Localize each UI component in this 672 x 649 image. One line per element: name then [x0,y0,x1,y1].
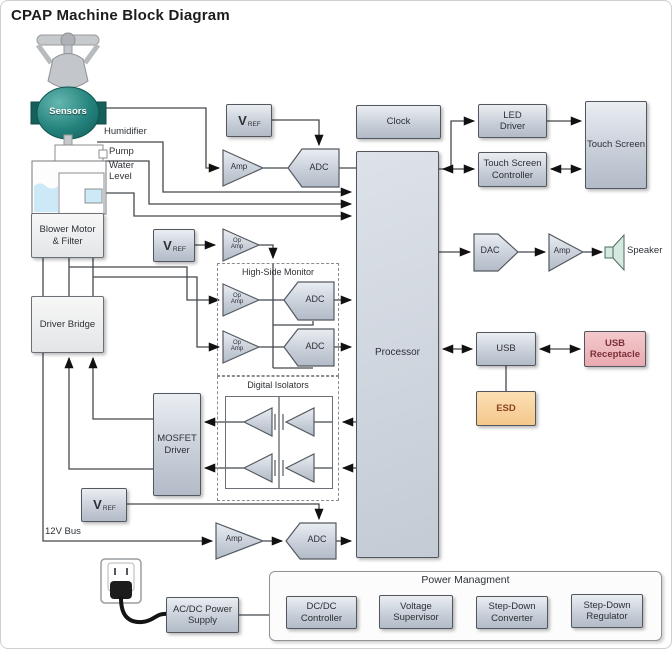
adc-shape-bottom [285,522,337,560]
12v-bus-label: 12V Bus [45,526,81,537]
amp-top-label: Amp [230,162,248,171]
driver-bridge-label: Driver Bridge [39,318,96,330]
block-usb: USB [476,332,536,366]
dac-shape [473,233,519,272]
acdc-supply-label: AC/DC Power Supply [172,603,233,626]
digital-isolators-group [217,376,339,501]
pump-wire-label: Pump [109,146,134,157]
isolator-triangle-1R [284,407,315,437]
adc-hsm2-label: ADC [305,341,325,351]
page-title: CPAP Machine Block Diagram [11,7,230,24]
dcdc-controller-label: DC/DC Controller [300,601,343,624]
isolator-triangle-1L [242,407,273,437]
voltage-supervisor-label: Voltage Supervisor [393,600,439,623]
high-side-monitor-group [217,263,339,376]
processor-label: Processor [374,347,420,358]
vref-top-v: V [238,112,247,128]
humidifier-wire-label: Humidifier [104,126,147,137]
usb-receptacle-label: USB Receptacle [589,337,641,360]
block-processor [356,151,439,558]
connection-lines [42,107,604,616]
isolator-triangle-2R [284,453,315,483]
water-level-wire-label: Water Level [109,160,134,182]
block-driver-bridge: Driver Bridge [31,296,104,353]
amp-bottom-label: Amp [225,534,243,543]
touch-screen-label: Touch Screen [586,139,646,151]
usb-label: USB [496,343,516,355]
vref-mid-v: V [163,237,172,253]
speaker-label: Speaker [627,245,663,256]
cpap-mask-icon [35,32,101,102]
block-dcdc-controller: DC/DC Controller [286,596,357,629]
esd-label: ESD [496,402,516,414]
block-blower-motor: Blower Motor & Filter [31,213,104,258]
power-cable [119,596,169,625]
block-touch-screen-controller: Touch Screen Controller [478,152,547,187]
opamp-vref-label: Op Amp [230,238,244,251]
touch-screen-controller-label: Touch Screen Controller [483,158,542,181]
block-usb-receptacle: USB Receptacle [584,331,646,367]
mosfet-driver-label: MOSFET Driver [157,433,197,456]
block-led-driver: LED Driver [478,104,547,138]
block-mosfet-driver: MOSFET Driver [153,393,201,496]
speaker-icon [604,233,625,272]
block-voltage-supervisor: Voltage Supervisor [379,595,453,629]
block-esd: ESD [476,391,536,426]
blower-motor-label: Blower Motor & Filter [39,224,96,247]
sensors-label: Sensors [49,106,87,117]
digital-isolators-title: Digital Isolators [247,380,309,390]
block-acdc-supply: AC/DC Power Supply [166,597,239,633]
humidifier-tank-icon [31,134,108,215]
adc-top-label: ADC [309,162,329,172]
opamp-triangle-vref [222,228,261,262]
vref-bottom-sub: REF [102,505,116,513]
adc-shape-hsm2 [283,328,335,367]
opamp-1-label: Op Amp [230,293,244,306]
analog-blocks [215,148,585,560]
adc-shape-top [287,148,340,188]
isolator-inner-frame [225,396,333,489]
led-driver-label: LED Driver [499,109,526,132]
opamp-2-label: Op Amp [230,340,244,353]
amp-triangle-top [222,149,265,187]
step-down-converter-label: Step-Down Converter [488,601,536,624]
step-down-regulator-label: Step-Down Regulator [583,599,631,622]
sensors-ball-icon [30,86,107,140]
amp-triangle-bottom [215,522,265,560]
block-step-down-regulator: Step-Down Regulator [571,594,643,628]
power-plug-icon [110,581,169,625]
power-management-title: Power Managment [421,574,510,586]
isolator-triangle-2L [242,453,273,483]
amp-audio-label: Amp [553,246,571,255]
block-step-down-converter: Step-Down Converter [476,596,548,629]
vref-mid-sub: REF [172,245,186,253]
adc-shape-hsm1 [283,281,335,321]
block-touch-screen: Touch Screen [585,101,647,189]
isolation-barrier-icon [274,397,284,488]
opamp-triangle-1 [222,283,261,317]
adc-hsm1-label: ADC [305,294,325,304]
vref-bottom-v: V [93,497,102,513]
high-side-monitor-title: High-Side Monitor [241,267,315,277]
vref-top-sub: REF [247,120,261,128]
adc-bottom-label: ADC [307,534,327,544]
clock-label: Clock [386,116,411,128]
dac-label: DAC [480,245,500,255]
block-clock: Clock [356,105,441,139]
amp-triangle-audio [548,233,585,273]
opamp-triangle-2 [222,330,261,364]
